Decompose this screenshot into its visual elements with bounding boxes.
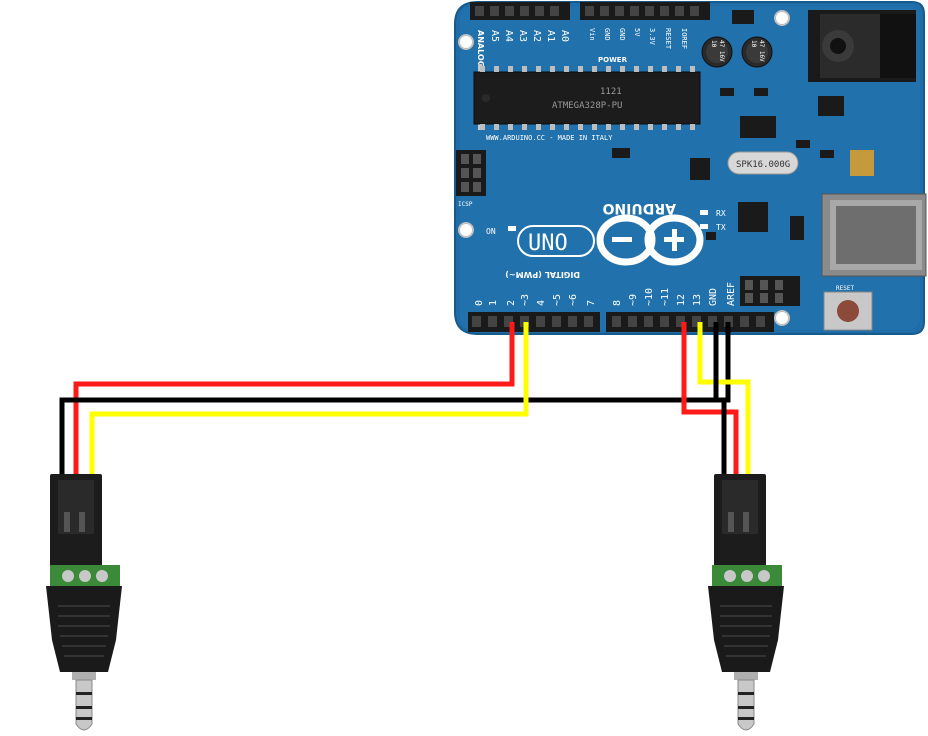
svg-text:ICSP: ICSP [458,201,473,208]
jack-plug [75,679,93,731]
usb-b-connector [821,193,927,277]
analog-pin-label: A2 [531,30,542,42]
digital-pin-label: ~10 [644,288,655,306]
wire-black-left [59,322,731,476]
smd-components [612,88,874,240]
digital-pin-label: GND [708,288,719,306]
digital-pin-label: 0 [474,300,485,306]
mounting-hole [774,10,790,26]
capacitor: 10 47 16V [741,36,773,68]
status-leds [508,210,708,231]
power-pin-label: GND [618,28,626,41]
digital-pin-label: ~3 [520,294,531,306]
arduino-logo [596,214,704,266]
svg-text:47 16V: 47 16V [758,40,765,62]
svg-text:SPK16.000G: SPK16.000G [736,160,790,170]
digital-header-label: DIGITAL (PWM~) [505,270,580,279]
svg-text:47 16V: 47 16V [718,40,725,62]
digital-pin-label: 8 [612,300,623,306]
wires [59,322,751,476]
jack-plug [737,679,755,731]
power-pin-label: Vin [588,28,596,41]
rx-led-label: RX [716,209,726,218]
made-in-label: WWW.ARDUINO.CC - MADE IN ITALY [486,134,613,142]
capacitor: 10 47 16V [701,36,733,68]
digital-pin-label: ~9 [628,294,639,306]
jack-body [708,586,784,672]
digital-pin-label: 2 [506,300,517,306]
model-label: UNO [528,231,568,256]
crystal-oscillator: SPK16.000G [727,151,799,175]
mcu-chip: 1121 ATMEGA328P-PU [473,64,701,130]
icsp-header-2 [740,276,800,306]
digital-pin-label: 12 [676,294,687,306]
svg-text:10: 10 [710,40,717,48]
jack-body [46,586,122,672]
arduino-board: A0 A1 A2 A3 A4 A5 ANALOG IN Vin GND GND … [454,1,927,335]
svg-text:10: 10 [750,40,757,48]
on-led-label: ON [486,227,496,236]
mounting-hole [774,310,790,326]
audio-jack-left [46,474,122,731]
analog-pin-label: A0 [559,30,570,42]
wire-red-right [681,322,739,476]
analog-pin-label: A4 [503,30,514,42]
power-pin-label: 5V [633,28,641,37]
wire-red-left [73,322,515,476]
analog-header-label: ANALOG IN [476,30,485,80]
icsp-header: ICSP [456,150,486,208]
digital-pin-label: 1 [488,300,499,306]
regulator-chip [732,10,754,24]
brand-label: ARDUINO [602,200,676,216]
digital-pin-label: 7 [586,300,597,306]
mounting-hole [458,222,474,238]
usb-interface-chip [738,202,768,232]
digital-pin-label: ~11 [660,288,671,306]
uno-badge: UNO [517,225,595,257]
digital-pin-label: ~6 [568,294,579,306]
digital-header [468,312,774,332]
svg-text:ATMEGA328P-PU: ATMEGA328P-PU [552,101,622,111]
dc-power-jack [808,10,916,82]
power-header [580,2,710,20]
power-pin-label: IOREF [680,28,688,49]
power-header-label: POWER [598,56,628,64]
analog-pin-label: A1 [545,30,556,42]
svg-text:RESET: RESET [836,285,854,292]
wire-black-right [713,322,727,476]
analog-pin-label: A5 [489,30,500,42]
svg-text:1121: 1121 [600,87,622,97]
reset-button: RESET [823,285,873,331]
power-pin-label: RESET [664,28,672,50]
digital-pin-label: 4 [536,300,547,306]
mounting-hole [458,34,474,50]
power-pin-label: 3.3V [648,28,656,46]
tx-led-label: TX [716,223,726,232]
digital-pin-label: 13 [692,294,703,306]
power-pin-label: GND [603,28,611,41]
audio-jack-right [708,474,784,731]
analog-pin-label: A3 [517,30,528,42]
wire-yellow-right [697,322,751,476]
digital-pin-label: AREF [726,282,737,306]
wire-yellow-left [89,322,529,476]
digital-pin-label: ~5 [552,294,563,306]
analog-header [470,2,570,20]
